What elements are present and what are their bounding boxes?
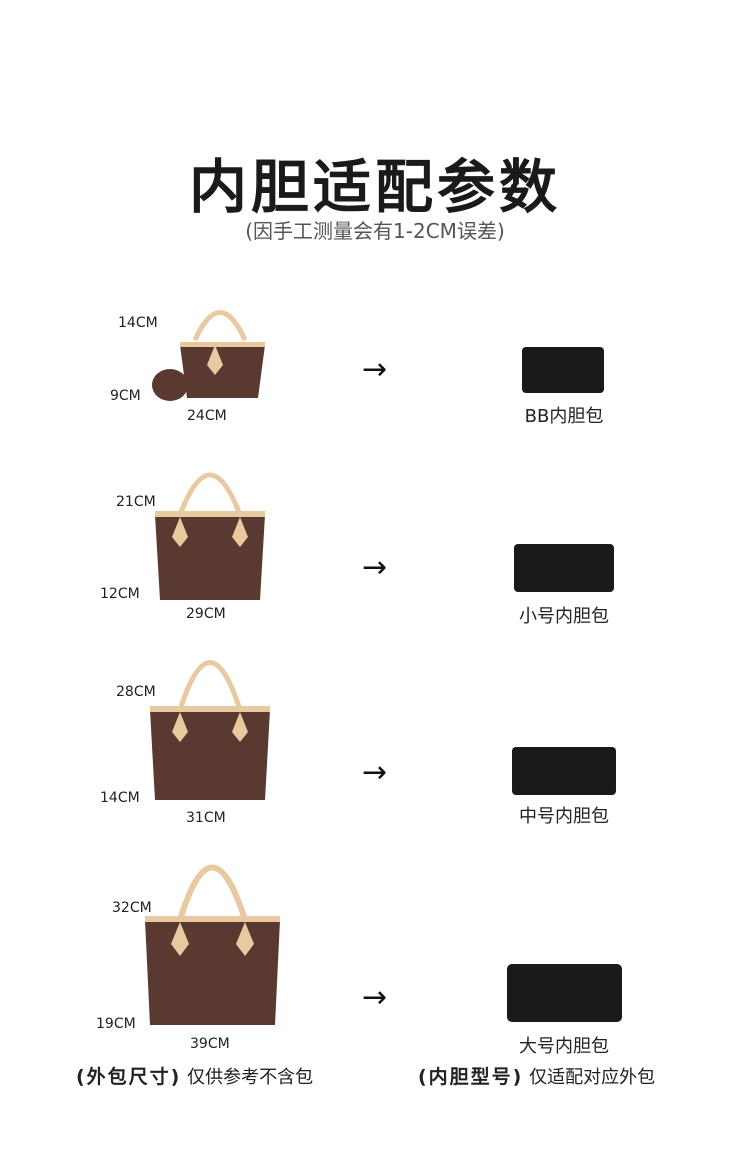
- liner-image-large: [507, 964, 622, 1022]
- bag-height-label: 21CM: [116, 494, 156, 510]
- bag-width-label: 24CM: [187, 408, 227, 424]
- footer-liner-note: 仅适配对应外包: [529, 1067, 656, 1088]
- bag-height-label: 32CM: [112, 900, 152, 916]
- bag-depth-label: 19CM: [96, 1016, 136, 1032]
- footer-outer-note: 仅供参考不含包: [187, 1067, 314, 1088]
- bag-image-bb: [152, 310, 265, 401]
- footer-outer-size: (外包尺寸) 仅供参考不含包: [76, 1062, 313, 1089]
- liner-label-large: 大号内胆包: [519, 1036, 609, 1057]
- bag-width-label: 29CM: [186, 606, 226, 622]
- liner-label-medium: 中号内胆包: [519, 806, 609, 827]
- bag-width-label: 31CM: [186, 810, 226, 826]
- arrow-icon: →: [362, 352, 388, 387]
- footer-outer-title: (外包尺寸): [76, 1066, 182, 1088]
- bag-width-label: 39CM: [190, 1036, 230, 1052]
- arrow-icon: →: [362, 550, 388, 585]
- bag-image-large: [145, 864, 280, 1025]
- liner-image-medium: [512, 747, 616, 795]
- bag-height-label: 14CM: [118, 315, 158, 331]
- bag-image-medium: [150, 660, 270, 800]
- liner-image-bb: [522, 347, 604, 393]
- footer-liner-title: (内胆型号): [418, 1066, 524, 1088]
- liner-image-small: [514, 544, 614, 592]
- liner-label-small: 小号内胆包: [519, 606, 609, 627]
- footer-liner-model: (内胆型号) 仅适配对应外包: [418, 1062, 655, 1089]
- arrow-icon: →: [362, 980, 388, 1015]
- liner-label-bb: BB内胆包: [524, 406, 604, 427]
- bag-depth-label: 12CM: [100, 586, 140, 602]
- bag-image-small: [155, 472, 265, 600]
- bag-depth-label: 9CM: [110, 388, 141, 404]
- page-subtitle: (因手工测量会有1-2CM误差): [245, 219, 505, 243]
- arrow-icon: →: [362, 755, 388, 790]
- bag-height-label: 28CM: [116, 684, 156, 700]
- bag-depth-label: 14CM: [100, 790, 140, 806]
- page-title: 内胆适配参数: [188, 153, 561, 221]
